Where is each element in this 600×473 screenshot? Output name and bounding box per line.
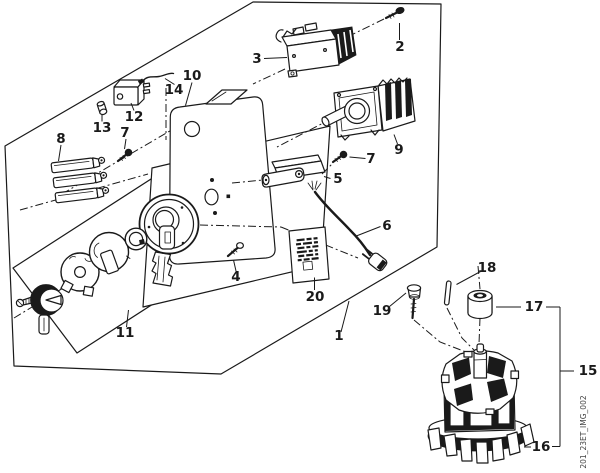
image-code-text: 201_23ET_IMG_002 [579, 395, 588, 468]
heater-block-drawing [321, 77, 416, 141]
screw-7-left-drawing [116, 148, 133, 163]
callout-5: 5 [333, 171, 342, 187]
pin-drawing [443, 280, 452, 306]
power-cord-drawing [307, 180, 388, 272]
capacitor-drawing [113, 79, 151, 106]
screw-19-drawing [406, 284, 422, 320]
callout-19: 19 [373, 303, 392, 319]
timer-dial-drawing [138, 193, 200, 287]
screw-4-drawing [226, 242, 245, 258]
callout-10: 10 [183, 68, 202, 84]
callout-12: 12 [125, 109, 144, 125]
callout-7a: 7 [120, 125, 129, 141]
sticker-barcode [295, 237, 319, 271]
callout-3: 3 [252, 51, 261, 67]
callout-14: 14 [165, 82, 184, 98]
spacer-drawing [96, 100, 108, 116]
callout-11: 11 [116, 325, 135, 341]
knob-screw-drawing [15, 296, 33, 308]
leader-lines [58, 23, 521, 333]
screw-2-drawing [384, 6, 405, 20]
callout-9: 9 [394, 142, 403, 158]
callout-16: 16 [532, 439, 551, 455]
callout-4: 4 [231, 269, 240, 285]
clamp-bracket-drawing [261, 154, 326, 188]
callout-1: 1 [334, 328, 343, 344]
callout-2: 2 [395, 39, 404, 55]
bushing-drawing [467, 289, 493, 320]
cap-disc-drawing [124, 227, 148, 251]
c-ring-disc-drawing [88, 231, 131, 275]
jumper-wire-drawing [137, 72, 175, 85]
callout-20: 20 [306, 289, 325, 305]
callout-7b: 7 [366, 151, 375, 167]
motor-assembly-drawing [427, 343, 535, 464]
panel-hole [183, 120, 201, 138]
callout-8: 8 [56, 131, 65, 147]
callout-13: 13 [93, 120, 112, 136]
callout-18: 18 [478, 260, 497, 276]
label-sticker-drawing [288, 226, 330, 284]
outer-panel-outline [4, 1, 442, 375]
knob-drawing [30, 284, 64, 335]
callout-labels: 1 2 3 4 5 6 7 7 8 9 10 11 12 13 14 15 16… [56, 39, 597, 455]
terminal-stack-drawing [50, 156, 110, 204]
screw-7-right-drawing [331, 150, 348, 164]
callout-6: 6 [382, 218, 391, 234]
group-bracket-15 [524, 306, 574, 448]
switch-block-drawing [275, 22, 357, 78]
cam-disc-drawing [60, 252, 100, 297]
callout-17: 17 [525, 299, 544, 315]
callout-15: 15 [579, 363, 598, 379]
panel-tab [205, 89, 248, 105]
